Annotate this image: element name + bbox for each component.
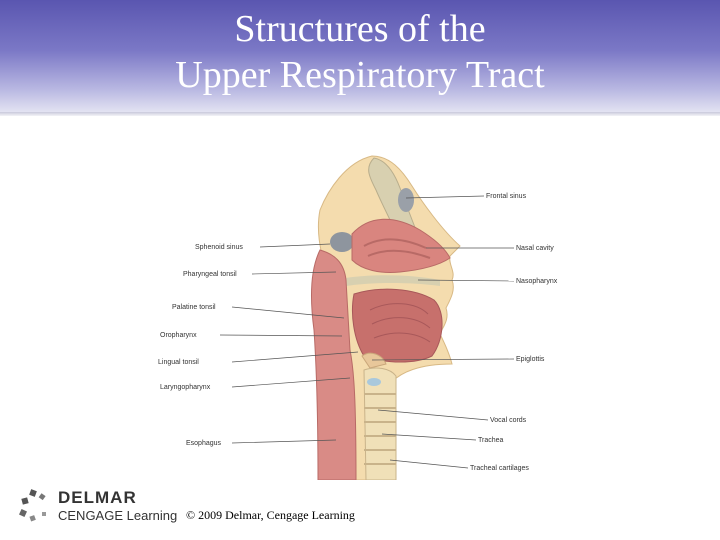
title-divider	[0, 112, 720, 116]
tongue-muscle-fibers	[369, 303, 431, 343]
logo-wordmark-top: DELMAR	[58, 488, 137, 507]
logo-mark-icon	[19, 489, 46, 522]
label-vocal-cords: Vocal cords	[490, 417, 527, 424]
nasal-cavity	[351, 218, 451, 273]
sphenoid-sinus	[330, 232, 354, 252]
frontal-sinus	[398, 188, 414, 212]
publisher-logo: DELMAR CENGAGE Learning	[18, 486, 188, 526]
respiratory-tract-diagram: Sphenoid sinus Pharyngeal tonsil Palatin…	[158, 155, 558, 480]
label-trachea: Trachea	[478, 437, 504, 444]
nasal-concha-lower	[367, 249, 431, 259]
epiglottis	[361, 352, 387, 369]
label-esophagus: Esophagus	[186, 440, 222, 447]
label-epiglottis: Epiglottis	[516, 356, 545, 363]
label-nasal-cavity: Nasal cavity	[516, 245, 554, 252]
label-laryngopharynx: Laryngopharynx	[160, 384, 211, 391]
slide-title: Structures of the Upper Respiratory Trac…	[0, 6, 720, 98]
tongue	[351, 288, 443, 363]
label-palatine-tonsil: Palatine tonsil	[172, 304, 216, 311]
hard-palate	[346, 275, 440, 286]
nasal-concha	[363, 238, 427, 249]
label-oropharynx: Oropharynx	[160, 332, 197, 339]
larynx	[363, 367, 397, 480]
pharynx	[311, 249, 357, 480]
label-lingual-tonsil: Lingual tonsil	[158, 359, 199, 366]
label-frontal-sinus: Frontal sinus	[486, 193, 527, 200]
label-tracheal-cartilages: Tracheal cartilages	[470, 465, 529, 472]
copyright-notice: © 2009 Delmar, Cengage Learning	[186, 508, 355, 522]
label-sphenoid-sinus: Sphenoid sinus	[195, 244, 243, 251]
vocal-cords	[367, 378, 381, 386]
slide-title-line-2: Upper Respiratory Tract	[175, 54, 545, 96]
tracheal-rings	[364, 393, 396, 465]
title-bar	[0, 0, 720, 112]
left-leader-lines	[219, 243, 359, 444]
logo-wordmark-bottom: CENGAGE Learning	[58, 508, 178, 523]
right-leader-lines	[371, 195, 515, 469]
slide-title-line-1: Structures of the	[234, 8, 486, 50]
label-pharyngeal-tonsil: Pharyngeal tonsil	[183, 271, 237, 278]
label-nasopharynx: Nasopharynx	[516, 278, 558, 285]
